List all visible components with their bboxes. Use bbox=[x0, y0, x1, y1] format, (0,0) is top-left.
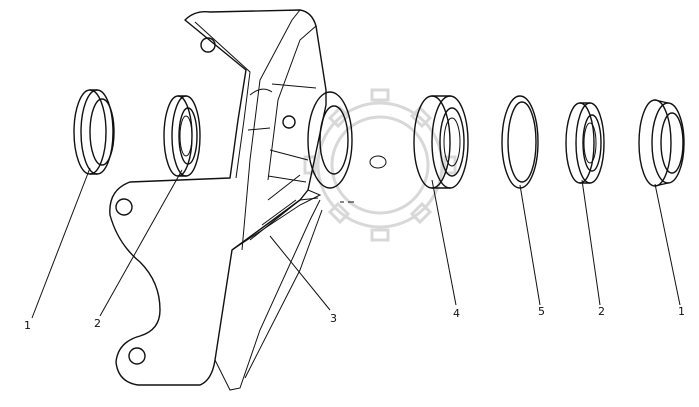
seal-ring-right bbox=[638, 99, 685, 187]
leader-2-left bbox=[99, 169, 183, 317]
leader-lines bbox=[31, 167, 681, 319]
seal-ring-left bbox=[73, 89, 115, 175]
callout-1-right: 1 bbox=[678, 305, 685, 318]
bearing-right bbox=[565, 102, 605, 184]
retaining-ring-5 bbox=[501, 95, 539, 189]
leader-1-right bbox=[654, 183, 681, 306]
leader-2-right bbox=[581, 179, 601, 306]
callout-3: 3 bbox=[330, 312, 337, 325]
leader-4 bbox=[431, 179, 457, 306]
bearing-left bbox=[163, 95, 201, 177]
watermark-gear-logo bbox=[303, 88, 457, 242]
callout-1-left: 1 bbox=[24, 319, 31, 332]
leader-5 bbox=[519, 184, 541, 306]
callout-4: 4 bbox=[453, 307, 460, 320]
housing-bracket bbox=[109, 9, 387, 391]
callout-5: 5 bbox=[538, 305, 545, 318]
bearing-4 bbox=[413, 95, 469, 189]
callout-2-left: 2 bbox=[94, 317, 101, 330]
leader-1-left bbox=[31, 167, 91, 319]
leader-3 bbox=[269, 235, 331, 311]
callout-2-right: 2 bbox=[598, 305, 605, 318]
